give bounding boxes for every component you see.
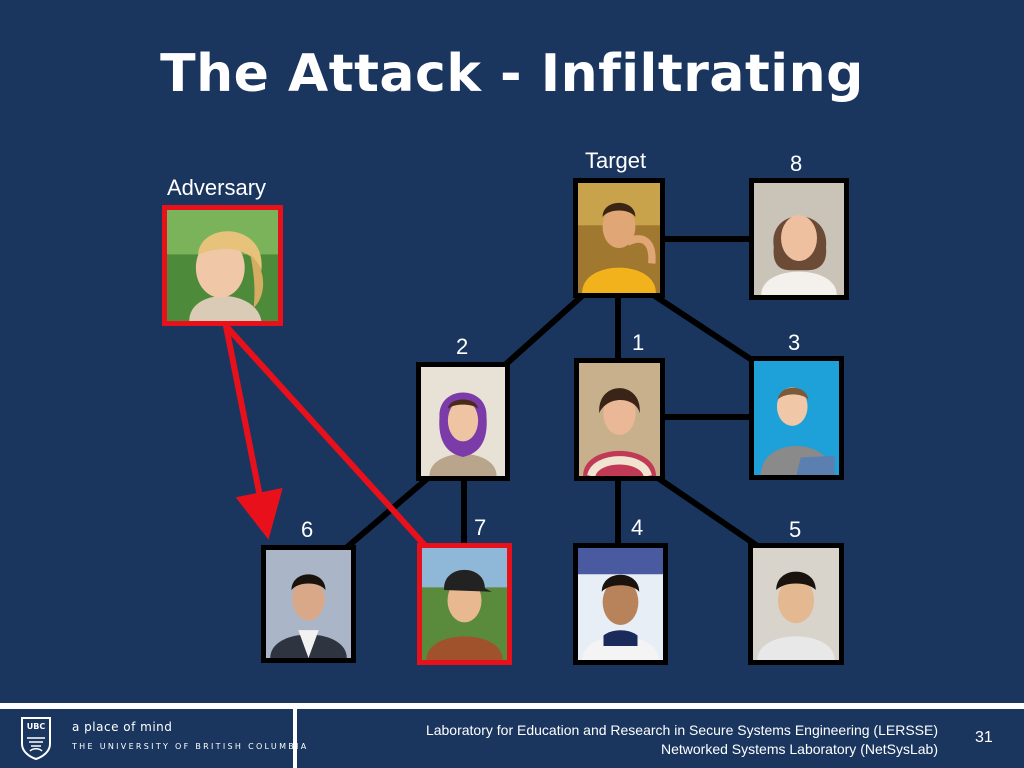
node-1-photo [574,358,665,481]
label-node-2: 2 [456,334,469,359]
node-8-photo [749,178,849,300]
label-node-1: 1 [632,330,645,355]
label-node-7: 7 [474,515,487,540]
node-2-photo [416,362,510,481]
edge-1-5 [655,475,759,548]
label-adversary: Adversary [167,175,267,200]
label-node-8: 8 [790,151,803,176]
adversary-photo [162,205,283,326]
attack-arrow-adversary-6 [223,323,283,540]
footer [0,709,1024,768]
footer-divider [293,709,297,768]
page-number: 31 [975,729,993,746]
ubc-university-name: THE UNIVERSITY OF BRITISH COLUMBIA [72,742,309,751]
edge-target-3 [652,293,758,365]
edge-target-2 [502,293,585,368]
lab-line-2: Networked Systems Laboratory (NetSysLab) [661,741,938,757]
lab-line-1: Laboratory for Education and Research in… [425,722,938,738]
footer-top-rule [0,703,1024,709]
ubc-tagline: a place of mind [72,720,173,734]
label-node-5: 5 [789,517,802,542]
node-7-photo [417,543,512,665]
crest-text: UBC [27,722,46,731]
label-node-3: 3 [788,330,801,355]
edge-2-6 [343,475,431,551]
node-4-photo [573,543,668,665]
node-5-photo [748,543,844,665]
node-3-photo [749,356,844,480]
label-node-6: 6 [301,517,314,542]
label-target: Target [585,148,647,173]
target-photo [573,178,665,298]
label-node-4: 4 [631,515,644,540]
attack-edge-adversary-7 [223,323,433,554]
ubc-crest-icon: UBC [21,717,51,760]
slide-title: The Attack - Infiltrating [160,44,864,104]
node-6-photo [261,545,356,663]
